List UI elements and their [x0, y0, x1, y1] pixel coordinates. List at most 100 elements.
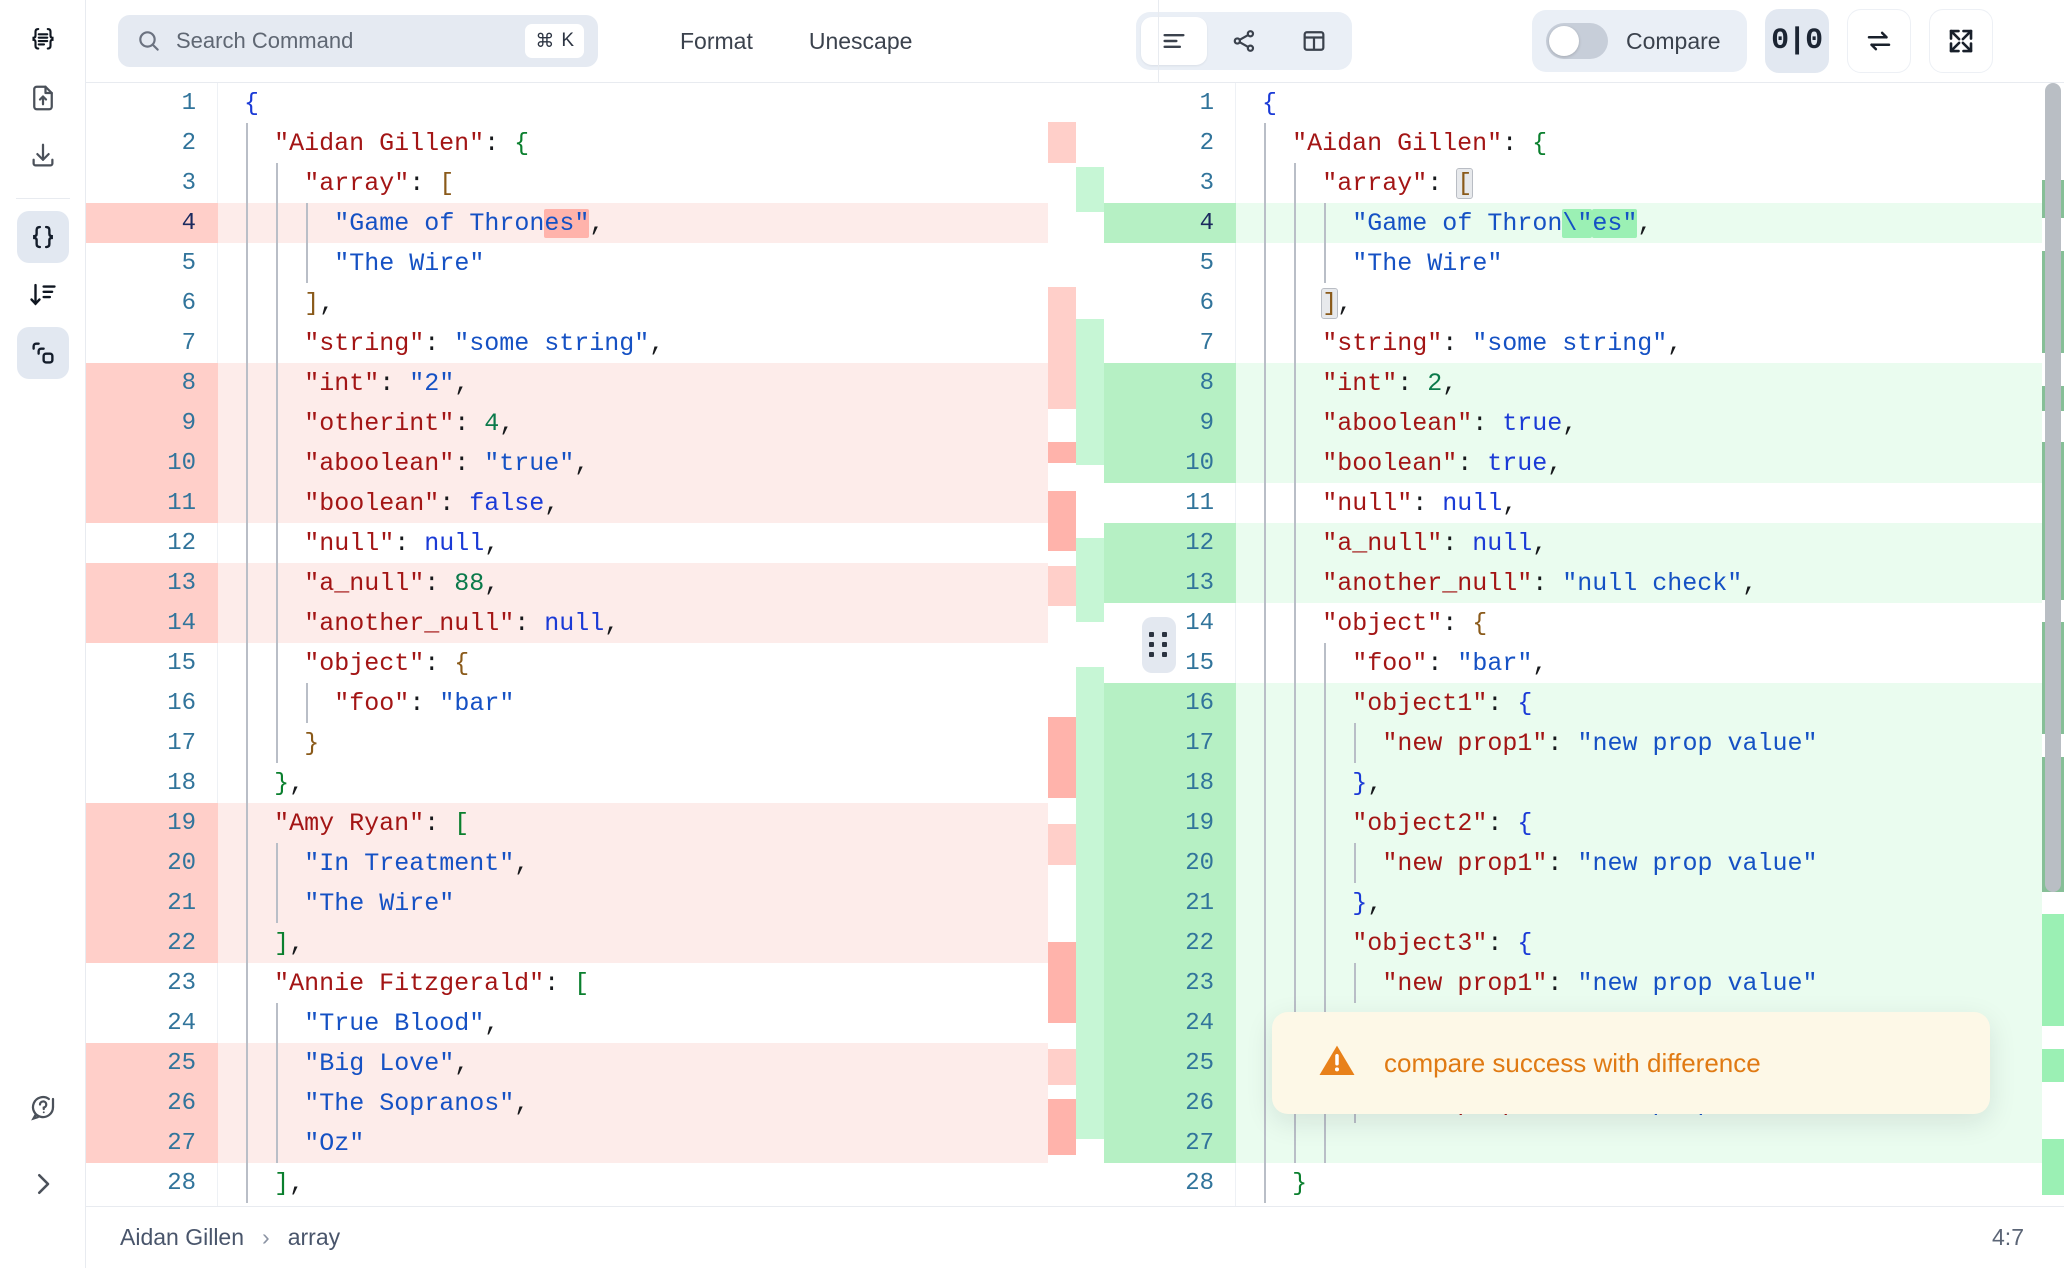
json-braces-logo-icon[interactable] [17, 14, 69, 66]
code-line[interactable]: "Amy Ryan": [ [218, 803, 1076, 843]
code-line[interactable]: "The Wire" [1236, 243, 2064, 283]
curly-braces-icon[interactable] [16, 211, 69, 263]
swap-panes-button[interactable] [1846, 9, 1911, 73]
code-line[interactable]: "int": 2, [1236, 363, 2064, 403]
code-line[interactable]: "object1": { [1236, 683, 2064, 723]
left-code-area[interactable]: {"Aidan Gillen": {"array": ["Game of Thr… [218, 83, 1076, 1206]
code-line[interactable]: "new prop1": "new prop value" [1236, 963, 2064, 1003]
right-scrollbar[interactable] [2042, 83, 2064, 1206]
code-line[interactable]: "object3": { [1236, 923, 2064, 963]
code-line[interactable]: "otherint": 4, [218, 403, 1076, 443]
code-line[interactable] [1236, 1123, 2064, 1163]
code-line[interactable]: "Big Love", [218, 1043, 1076, 1083]
code-line[interactable]: "The Sopranos", [218, 1083, 1076, 1123]
gutter-line: 9 [86, 403, 218, 443]
code-line[interactable]: ], [1236, 283, 2064, 323]
code-line[interactable]: "a_null": null, [1236, 523, 2064, 563]
code-line[interactable]: { [218, 83, 1076, 123]
code-line[interactable]: "Annie Fitzgerald": [ [218, 963, 1076, 1003]
code-line[interactable]: "boolean": true, [1236, 443, 2064, 483]
gutter-line: 3 [1104, 163, 1236, 203]
code-line[interactable]: "new prop1": "new prop value" [1236, 843, 2064, 883]
copy-duplicate-icon[interactable] [16, 327, 69, 379]
code-line[interactable]: "object2": { [1236, 803, 2064, 843]
token: true [1487, 448, 1548, 478]
code-line[interactable]: "array": [ [1236, 163, 2064, 203]
left-diff-overview[interactable] [1048, 83, 1076, 1206]
code-line[interactable]: "In Treatment", [218, 843, 1076, 883]
code-line[interactable]: "another_null": null, [218, 603, 1076, 643]
code-line[interactable]: "Game of Thron\"es", [1236, 203, 2064, 243]
code-line[interactable]: }, [1236, 763, 2064, 803]
code-line[interactable]: "another_null": "null check", [1236, 563, 2064, 603]
code-line[interactable]: "Aidan Gillen": { [1236, 123, 2064, 163]
code-line[interactable]: "foo": "bar", [1236, 643, 2064, 683]
split-resize-grip[interactable] [1142, 616, 1176, 673]
line-number: 28 [167, 1169, 196, 1197]
compare-switch[interactable] [1546, 23, 1608, 59]
indent-guide [1324, 883, 1327, 923]
right-diff-overview[interactable] [1076, 83, 1104, 1206]
table-view-icon[interactable] [1281, 17, 1347, 65]
code-line[interactable]: "string": "some string", [1236, 323, 2064, 363]
code-line[interactable]: "a_null": 88, [218, 563, 1076, 603]
search-input[interactable]: Search Command ⌘ K [118, 15, 598, 67]
code-line[interactable]: "Aidan Gillen": { [218, 123, 1076, 163]
code-line[interactable]: ], [218, 283, 1076, 323]
diff-overview-marker [1048, 490, 1076, 552]
code-line[interactable]: "int": "2", [218, 363, 1076, 403]
breadcrumb-item-0[interactable]: Aidan Gillen [120, 1224, 245, 1250]
line-diff-background [1236, 403, 2064, 443]
line-number: 19 [167, 809, 196, 837]
code-line[interactable]: "aboolean": true, [1236, 403, 2064, 443]
code-text: "null": null, [1322, 483, 1517, 523]
format-button[interactable]: Format [680, 27, 753, 54]
code-line[interactable]: "The Wire" [218, 883, 1076, 923]
scrollbar-diff-marker [2042, 914, 2064, 1027]
code-line[interactable]: }, [1236, 883, 2064, 923]
code-line[interactable]: "string": "some string", [218, 323, 1076, 363]
code-line[interactable]: ], [218, 923, 1076, 963]
right-code-area[interactable]: { "Aidan Gillen": {"array": ["Game of Thr… [1236, 83, 2064, 1206]
code-line[interactable]: "The Wire" [218, 243, 1076, 283]
code-line[interactable]: }, [218, 763, 1076, 803]
gutter-line: 28 [86, 1163, 218, 1203]
code-line[interactable]: "null": null, [218, 523, 1076, 563]
sort-descending-icon[interactable] [17, 269, 69, 321]
code-line[interactable]: ], [218, 1163, 1076, 1203]
line-number: 28 [1185, 1169, 1214, 1197]
token: , [1337, 288, 1353, 318]
unescape-button[interactable]: Unescape [808, 27, 913, 54]
download-icon[interactable] [17, 130, 69, 182]
code-line[interactable]: "Oz" [218, 1123, 1076, 1163]
file-upload-icon[interactable] [17, 72, 69, 124]
fullscreen-button[interactable] [1928, 9, 1993, 73]
gutter-line: 11 [1104, 483, 1236, 523]
code-line[interactable]: } [1236, 1163, 2064, 1203]
code-line[interactable]: "new prop1": "new prop value" [1236, 723, 2064, 763]
token: { [1262, 88, 1278, 118]
gutter-line: 6 [86, 283, 218, 323]
code-line[interactable]: { [1236, 83, 2064, 123]
breadcrumb-item-1[interactable]: array [287, 1224, 341, 1250]
code-line[interactable]: "null": null, [1236, 483, 2064, 523]
code-line[interactable]: "True Blood", [218, 1003, 1076, 1043]
code-line[interactable]: "object": { [218, 643, 1076, 683]
code-line[interactable]: "foo": "bar" [218, 683, 1076, 723]
code-line[interactable]: "boolean": false, [218, 483, 1076, 523]
code-line[interactable]: "aboolean": "true", [218, 443, 1076, 483]
indent-guide [1294, 883, 1297, 923]
compare-toggle[interactable]: Compare [1532, 10, 1747, 72]
text-view-icon[interactable] [1141, 17, 1207, 65]
code-line[interactable]: "array": [ [218, 163, 1076, 203]
split-view-button[interactable]: 0|0 [1764, 9, 1829, 73]
chevron-right-icon[interactable] [17, 1158, 69, 1210]
graph-view-icon[interactable] [1211, 17, 1277, 65]
code-line[interactable]: } [218, 723, 1076, 763]
scrollbar-thumb[interactable] [2045, 83, 2061, 892]
help-circle-icon[interactable] [17, 1082, 69, 1134]
code-line[interactable]: "object": { [1236, 603, 2064, 643]
